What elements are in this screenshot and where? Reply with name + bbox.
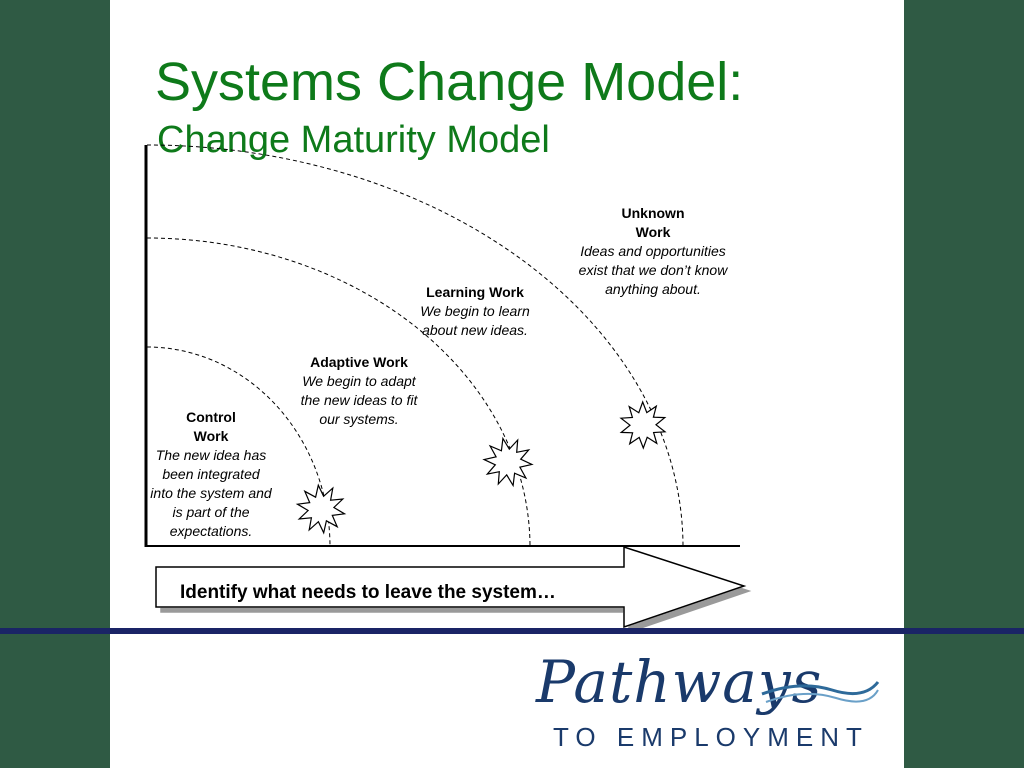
footer-rule	[0, 628, 1024, 634]
stage-adaptive-title: Adaptive Work	[310, 354, 408, 370]
left-sidebar	[0, 0, 110, 768]
stage-adaptive: Adaptive Work We begin to adapt the new …	[284, 353, 434, 429]
stage-control-title: Control	[186, 409, 236, 425]
slide-title: Systems Change Model:	[155, 52, 744, 112]
leave-system-arrow	[155, 545, 747, 629]
slide-subtitle: Change Maturity Model	[157, 119, 550, 161]
starburst-icon	[619, 400, 667, 450]
stage-control: Control Work The new idea has been integ…	[140, 408, 282, 541]
right-sidebar	[904, 0, 1024, 768]
arrow-label: Identify what needs to leave the system…	[180, 582, 556, 603]
slide-canvas	[110, 0, 904, 768]
stage-learning: Learning Work We begin to learn about ne…	[402, 283, 548, 340]
stage-unknown-title-2: Work	[635, 224, 671, 240]
stage-unknown: Unknown Work Ideas and opportunities exi…	[556, 204, 750, 299]
arc-learning	[146, 144, 684, 548]
starburst-icon	[482, 436, 534, 488]
stage-learning-title: Learning Work	[426, 284, 524, 300]
logo-script: Pathways	[536, 648, 823, 716]
logo-swoosh-icon	[761, 681, 880, 703]
stage-unknown-title: Unknown	[621, 205, 685, 221]
starburst-icon	[295, 483, 347, 535]
logo-subtitle: TO EMPLOYMENT	[553, 722, 869, 752]
stage-control-title-2: Work	[193, 428, 229, 444]
